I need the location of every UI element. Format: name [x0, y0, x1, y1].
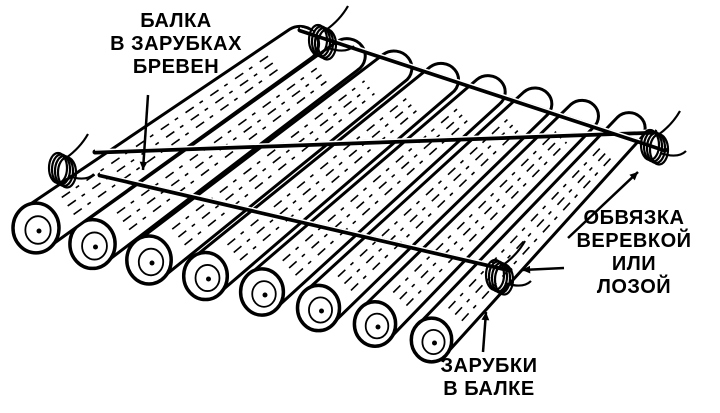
log-6-end	[298, 285, 340, 330]
label-beam-line-2: В ЗАРУБКАХ	[96, 33, 256, 56]
log-6-pith	[319, 309, 324, 314]
log-4-pith	[206, 277, 211, 282]
log-3-pith	[150, 261, 155, 266]
log-5-pith	[263, 293, 268, 298]
rope-binding-right-end-a	[658, 111, 680, 135]
label-notches-in-beam: ЗАРУБКИ В БАЛКЕ	[424, 355, 554, 401]
label-binding-line-3: ИЛИ	[570, 253, 698, 276]
label-notches-line-1: ЗАРУБКИ	[424, 355, 554, 378]
log-7-end	[354, 302, 395, 346]
log-7-pith	[376, 325, 381, 330]
log-2-pith	[93, 245, 98, 250]
log-1-pith	[37, 229, 42, 234]
label-rope-or-vine-binding: ОБВЯЗКА ВЕРЕВКОЙ ИЛИ ЛОЗОЙ	[570, 207, 698, 299]
label-beam-line-1: БАЛКА	[96, 10, 256, 33]
label-binding-line-2: ВЕРЕВКОЙ	[570, 230, 698, 253]
label-beam-in-log-notches: БАЛКА В ЗАРУБКАХ БРЕВЕН	[96, 10, 256, 79]
label-binding-line-4: ЛОЗОЙ	[570, 276, 698, 299]
rope-binding-back-end-a	[326, 6, 348, 30]
log-4-end	[184, 252, 228, 299]
label-beam-line-3: БРЕВЕН	[96, 56, 256, 79]
label-binding-line-1: ОБВЯЗКА	[570, 207, 698, 230]
label-notches-line-2: В БАЛКЕ	[424, 378, 554, 401]
log-5-end	[241, 269, 284, 315]
log-8-pith	[432, 341, 437, 346]
log-1-end	[13, 203, 59, 253]
log-3-end	[127, 236, 171, 284]
rope-binding-left-end-a	[66, 134, 88, 158]
